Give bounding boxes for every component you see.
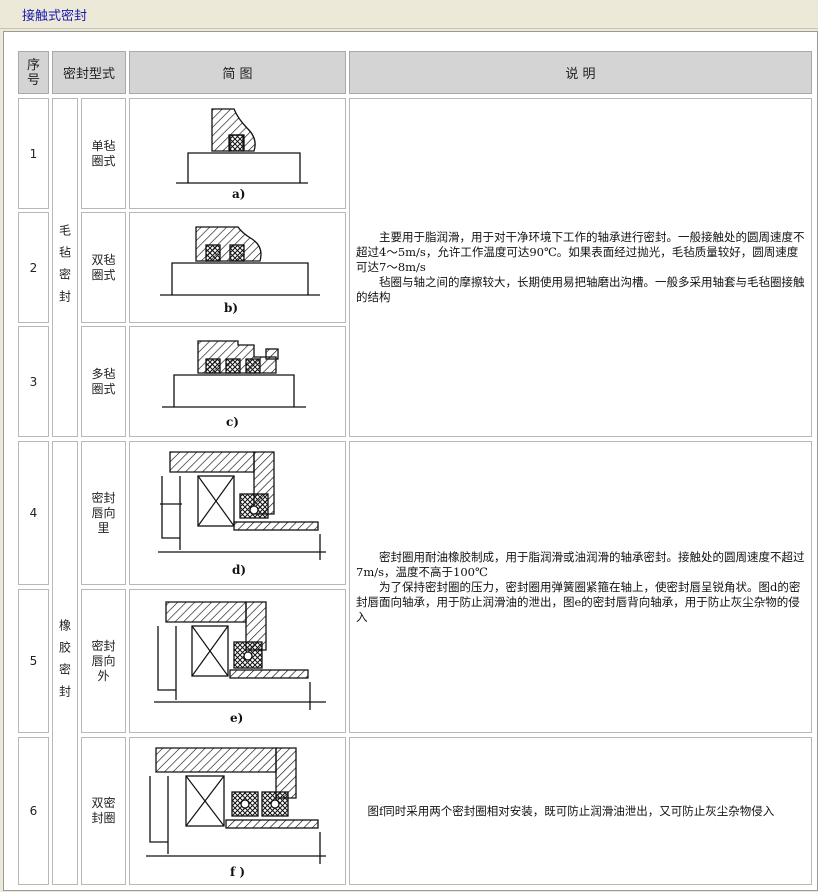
row-3-no: 3: [18, 326, 49, 437]
row-6-no: 6: [18, 737, 49, 885]
row-2-no: 2: [18, 212, 49, 323]
desc-double: 图f同时采用两个密封圈相对安装，既可防止润滑油泄出，又可防止灰尘杂物侵入: [349, 737, 812, 885]
fig-label-b: b): [224, 301, 238, 315]
row-5-no: 5: [18, 589, 49, 733]
header-desc: 说 明: [349, 51, 812, 94]
fig-label-e: e): [230, 711, 243, 725]
diagram-d: d): [129, 441, 346, 585]
title-bar: 接触式密封: [0, 0, 818, 29]
row-1-type: 单毡圈式: [81, 98, 126, 209]
table-panel: 序号 密封型式 简 图 说 明 1 2 3 4 5 6 毛毡密封 橡胶密封 单毡…: [3, 31, 818, 891]
row-1-no: 1: [18, 98, 49, 209]
row-5-type: 密封唇向外: [81, 589, 126, 733]
desc-rubber-p2: 为了保持密封圈的压力，密封圈用弹簧圈紧箍在轴上，使密封唇呈锐角状。图d的密封唇面…: [356, 579, 801, 624]
row-3-type: 多毡圈式: [81, 326, 126, 437]
desc-felt: 主要用于脂润滑，用于对干净环境下工作的轴承进行密封。一般接触处的圆周速度不超过4…: [349, 98, 812, 437]
desc-rubber-p1: 密封圈用耐油橡胶制成，用于脂润滑或油润滑的轴承密封。接触处的圆周速度不超过7m/…: [356, 549, 805, 579]
diagram-a: a): [129, 98, 346, 209]
fig-label-a: a): [232, 187, 245, 201]
diagram-c: c): [129, 326, 346, 437]
row-4-no: 4: [18, 441, 49, 585]
desc-rubber: 密封圈用耐油橡胶制成，用于脂润滑或油润滑的轴承密封。接触处的圆周速度不超过7m/…: [349, 441, 812, 733]
fig-label-f: f ): [230, 865, 245, 879]
group-felt: 毛毡密封: [52, 98, 78, 437]
row-4-type: 密封唇向里: [81, 441, 126, 585]
diagram-b: b): [129, 212, 346, 323]
page-title: 接触式密封: [22, 9, 88, 24]
fig-label-d: d): [232, 563, 246, 577]
header-type: 密封型式: [52, 51, 126, 94]
diagram-e: e): [129, 589, 346, 733]
row-2-type: 双毡圈式: [81, 212, 126, 323]
desc-double-p1: 图f同时采用两个密封圈相对安装，既可防止润滑油泄出，又可防止灰尘杂物侵入: [367, 803, 775, 818]
diagram-f: f ): [129, 737, 346, 885]
fig-label-c: c): [226, 415, 239, 429]
desc-felt-p2: 毡圈与轴之间的摩擦较大，长期使用易把轴磨出沟槽。一般多采用轴套与毛毡圈接触的结构: [356, 275, 805, 304]
header-no: 序号: [18, 51, 49, 94]
group-rubber: 橡胶密封: [52, 441, 78, 885]
row-6-type: 双密封圈: [81, 737, 126, 885]
header-diagram: 简 图: [129, 51, 346, 94]
desc-felt-p1: 主要用于脂润滑，用于对干净环境下工作的轴承进行密封。一般接触处的圆周速度不超过4…: [356, 230, 805, 274]
